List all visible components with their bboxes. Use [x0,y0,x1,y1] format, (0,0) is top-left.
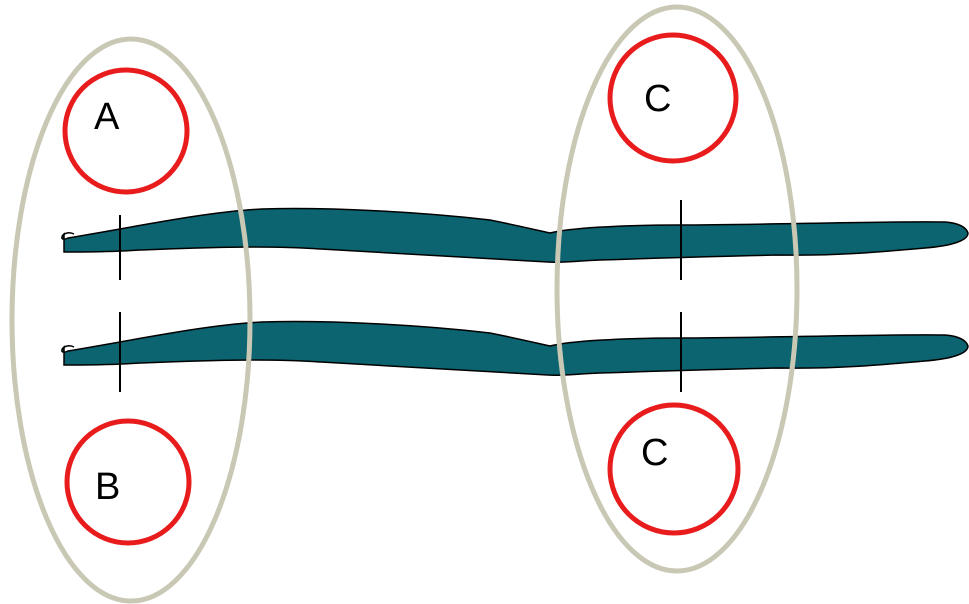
chromosome-top-tip-mark [61,231,75,237]
allele-circle-b [64,418,192,546]
allele-label-c-top: C [644,78,671,120]
allele-label-c-bottom: C [641,432,668,474]
allele-pair-ellipse-left [9,36,253,604]
allele-circle-c-bottom [607,402,741,536]
allele-circle-a [62,67,190,195]
allele-pair-ellipse-right [554,4,800,574]
allele-label-a: A [94,96,120,138]
allele-circle-c-top [607,32,739,164]
chromosome-top [61,207,969,263]
chromosome-bottom-tip-mark [61,344,75,350]
chromosome-bottom [61,320,969,376]
allele-label-b: B [95,466,120,508]
